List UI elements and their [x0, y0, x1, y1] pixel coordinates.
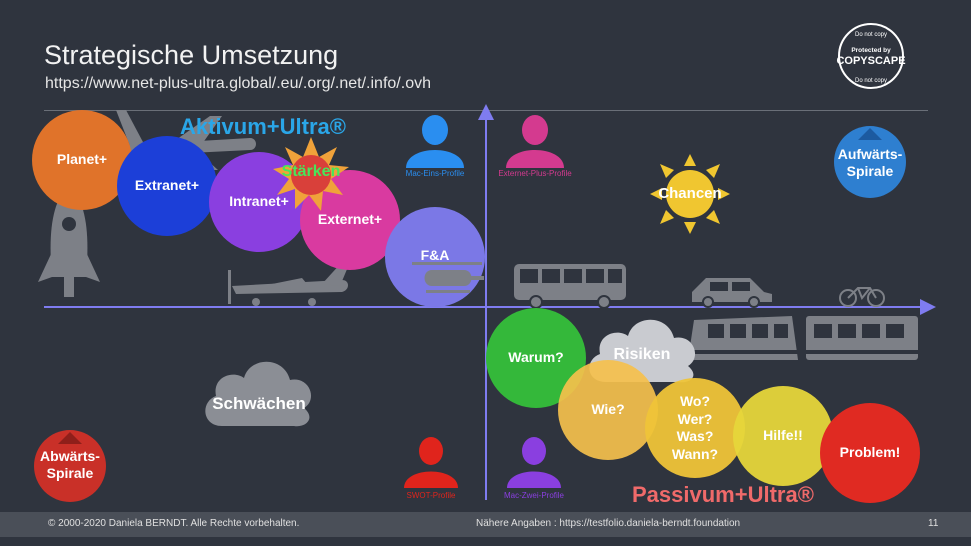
axes [44, 104, 936, 500]
up-spiral-icon [834, 126, 906, 198]
starburst-icon [273, 137, 349, 211]
badge-small-text: Protected by [851, 47, 891, 54]
staerken-label: Stärken [281, 163, 341, 180]
bicycle-icon [839, 287, 885, 307]
train-icon [688, 316, 918, 360]
hilfe-label: Hilfe!! [763, 427, 803, 444]
up-spiral-label: Aufwärts- Spirale [837, 146, 903, 179]
chancen-label: Chancen [658, 185, 722, 202]
externet-circle: Externet+ [300, 170, 400, 270]
risiken-label: Risiken [613, 346, 671, 363]
mac-zwei-label: Mac-Zwei-Profile [503, 491, 564, 500]
planet-label: Planet+ [56, 151, 108, 168]
sun-icon [650, 154, 730, 234]
page-title: Strategische Umsetzung [44, 40, 339, 70]
footer-copyright: © 2000-2020 Daniela BERNDT. Alle Rechte … [48, 518, 300, 529]
copyscape-badge: Do not copy Protected by COPYSCAPE Do no… [836, 23, 906, 89]
page-url: https://www.net-plus-ultra.global/.eu/.o… [45, 75, 431, 92]
badge-big-text: COPYSCAPE [836, 55, 905, 67]
cloud-icon [205, 361, 312, 427]
person-red-icon [404, 437, 458, 488]
helicopter-icon [412, 262, 484, 293]
intranet-circle: Intranet+ [209, 152, 309, 252]
person-pink-icon [506, 115, 564, 168]
mac-eins-label: Mac-Eins-Profile [405, 169, 465, 178]
intranet-label: Intranet+ [229, 193, 289, 210]
badge-bottom-text: Do not copy [855, 78, 887, 84]
externet-plus-label: Externet-Plus-Profile [498, 169, 572, 178]
problem-circle: Problem! [820, 403, 920, 503]
externet-label: Externet+ [317, 211, 383, 228]
wo-label: Wo? Wer? Was? Wann? [671, 393, 719, 462]
extranet-circle: Extranet+ [117, 136, 217, 236]
wo-circle: Wo? Wer? Was? Wann? [645, 378, 745, 478]
wie-circle: Wie? [558, 360, 658, 460]
schwaechen-label: Schwächen [212, 394, 306, 413]
page-number: 11 [928, 518, 939, 529]
swot-label: SWOT-Profile [406, 491, 456, 500]
footer-info: Nähere Angaben : https://testfolio.danie… [476, 518, 741, 529]
badge-top-text: Do not copy [855, 32, 887, 38]
person-blue-icon [406, 115, 464, 168]
wie-label: Wie? [591, 401, 625, 418]
down-spiral-icon [34, 430, 106, 502]
planet-circle: Planet+ [32, 110, 132, 210]
aktivum-label: Aktivum+Ultra® [180, 114, 346, 139]
fa-label: F&A [420, 247, 450, 263]
person-purple-icon [507, 437, 561, 488]
down-spiral-label: Abwärts- Spirale [40, 448, 100, 481]
problem-label: Problem! [839, 444, 901, 461]
passivum-label: Passivum+Ultra® [632, 482, 814, 507]
hilfe-circle: Hilfe!! [733, 386, 833, 486]
extranet-label: Extranet+ [134, 177, 200, 194]
bus-icon [514, 264, 626, 309]
car-icon [692, 278, 772, 308]
warum-label: Warum? [508, 349, 564, 366]
footer-bar: © 2000-2020 Daniela BERNDT. Alle Rechte … [0, 512, 971, 537]
